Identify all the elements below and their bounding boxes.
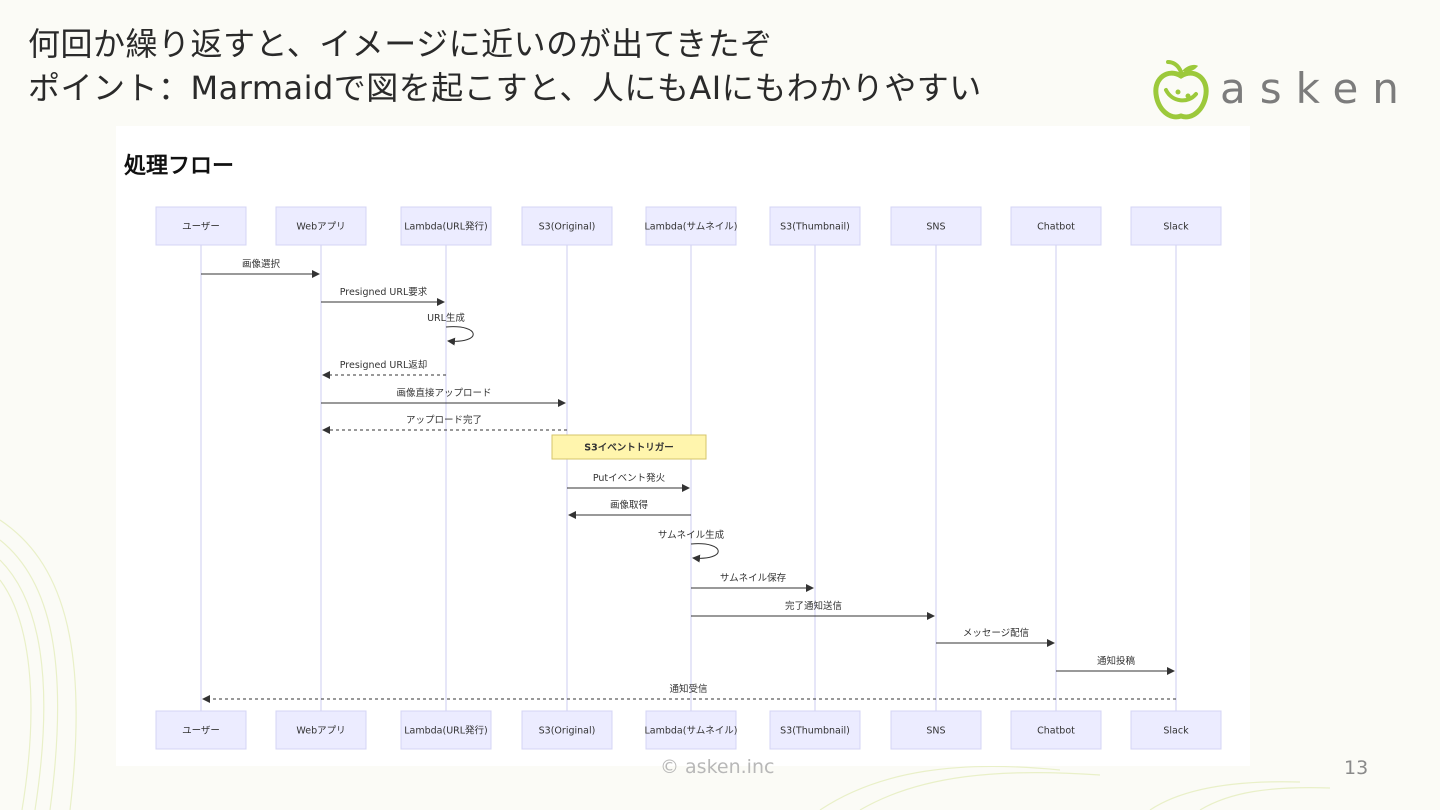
participant-box <box>769 206 861 246</box>
heading-line-2: ポイント：Marmaidで図を起こすと、人にもAIにもわかりやすい <box>28 69 982 107</box>
participant-box <box>155 206 247 246</box>
page-number: 13 <box>1344 757 1369 779</box>
participant-label-bottom: S3(Original) <box>539 726 596 737</box>
message-label: 通知投稿 <box>1097 655 1136 667</box>
participant-box <box>890 710 982 750</box>
participant-box <box>155 710 247 750</box>
participant-box <box>645 710 737 750</box>
message-label: 通知受信 <box>669 683 707 695</box>
participant-label-top: S3(Original) <box>539 222 596 233</box>
message-label: 完了通知送信 <box>785 600 842 612</box>
participant-box <box>890 206 982 246</box>
slide-heading: 何回か繰り返すと、イメージに近いのが出てきたぞ ポイント：Marmaidで図を起… <box>28 22 982 110</box>
participant-label-bottom: Webアプリ <box>296 726 345 737</box>
participant-box <box>1010 206 1102 246</box>
participant-box <box>521 710 613 750</box>
participant-box <box>275 206 367 246</box>
participant-box <box>645 206 737 246</box>
participant-box <box>275 710 367 750</box>
note-label: S3イベントトリガー <box>584 442 673 454</box>
message-label: 画像取得 <box>610 499 649 511</box>
participant-label-top: Lambda(URL発行) <box>404 221 488 233</box>
message-label: アップロード完了 <box>406 414 482 426</box>
message-label: Presigned URL要求 <box>340 286 428 298</box>
message-label: URL生成 <box>427 312 465 324</box>
sequence-diagram: ユーザーユーザーWebアプリWebアプリLambda(URL発行)Lambda(… <box>155 206 1222 750</box>
heading-line-1: 何回か繰り返すと、イメージに近いのが出てきたぞ <box>28 25 773 63</box>
participant-label-top: Chatbot <box>1037 222 1075 233</box>
asken-logo: asken <box>1148 58 1399 124</box>
participant-box <box>1130 206 1222 246</box>
participant-label-top: SNS <box>926 222 945 233</box>
logo-wordmark: asken <box>1220 64 1413 113</box>
message-label: 画像選択 <box>242 258 281 270</box>
message-label: サムネイル保存 <box>720 572 787 584</box>
participant-box <box>1010 710 1102 750</box>
participant-label-bottom: Chatbot <box>1037 726 1075 737</box>
participant-label-bottom: SNS <box>926 726 945 737</box>
copyright: © asken.inc <box>660 756 775 778</box>
participant-box <box>521 206 613 246</box>
participant-box <box>1130 710 1222 750</box>
participant-label-top: Lambda(サムネイル) <box>645 222 738 233</box>
participant-label-top: ユーザー <box>182 222 220 233</box>
participant-label-top: S3(Thumbnail) <box>780 222 850 233</box>
message-label: Putイベント発火 <box>593 472 666 484</box>
participant-label-top: Slack <box>1163 222 1189 233</box>
participant-label-bottom: S3(Thumbnail) <box>780 726 850 737</box>
self-message-arrow <box>690 543 719 563</box>
apple-icon <box>1153 60 1209 120</box>
message-label: メッセージ配信 <box>963 627 1029 639</box>
participant-box <box>400 206 492 246</box>
participant-label-bottom: Slack <box>1163 726 1189 737</box>
self-message-arrow <box>445 326 474 346</box>
note-box <box>551 434 707 460</box>
participant-label-bottom: Lambda(URL発行) <box>404 725 488 737</box>
message-label: サムネイル生成 <box>658 529 725 541</box>
participant-box <box>400 710 492 750</box>
participant-box <box>769 710 861 750</box>
message-label: Presigned URL返却 <box>340 359 428 371</box>
participant-label-top: Webアプリ <box>296 222 345 233</box>
participant-label-bottom: Lambda(サムネイル) <box>645 726 738 737</box>
diagram-title: 処理フロー <box>124 154 235 179</box>
message-label: 画像直接アップロード <box>396 387 491 399</box>
participant-label-bottom: ユーザー <box>182 726 220 737</box>
